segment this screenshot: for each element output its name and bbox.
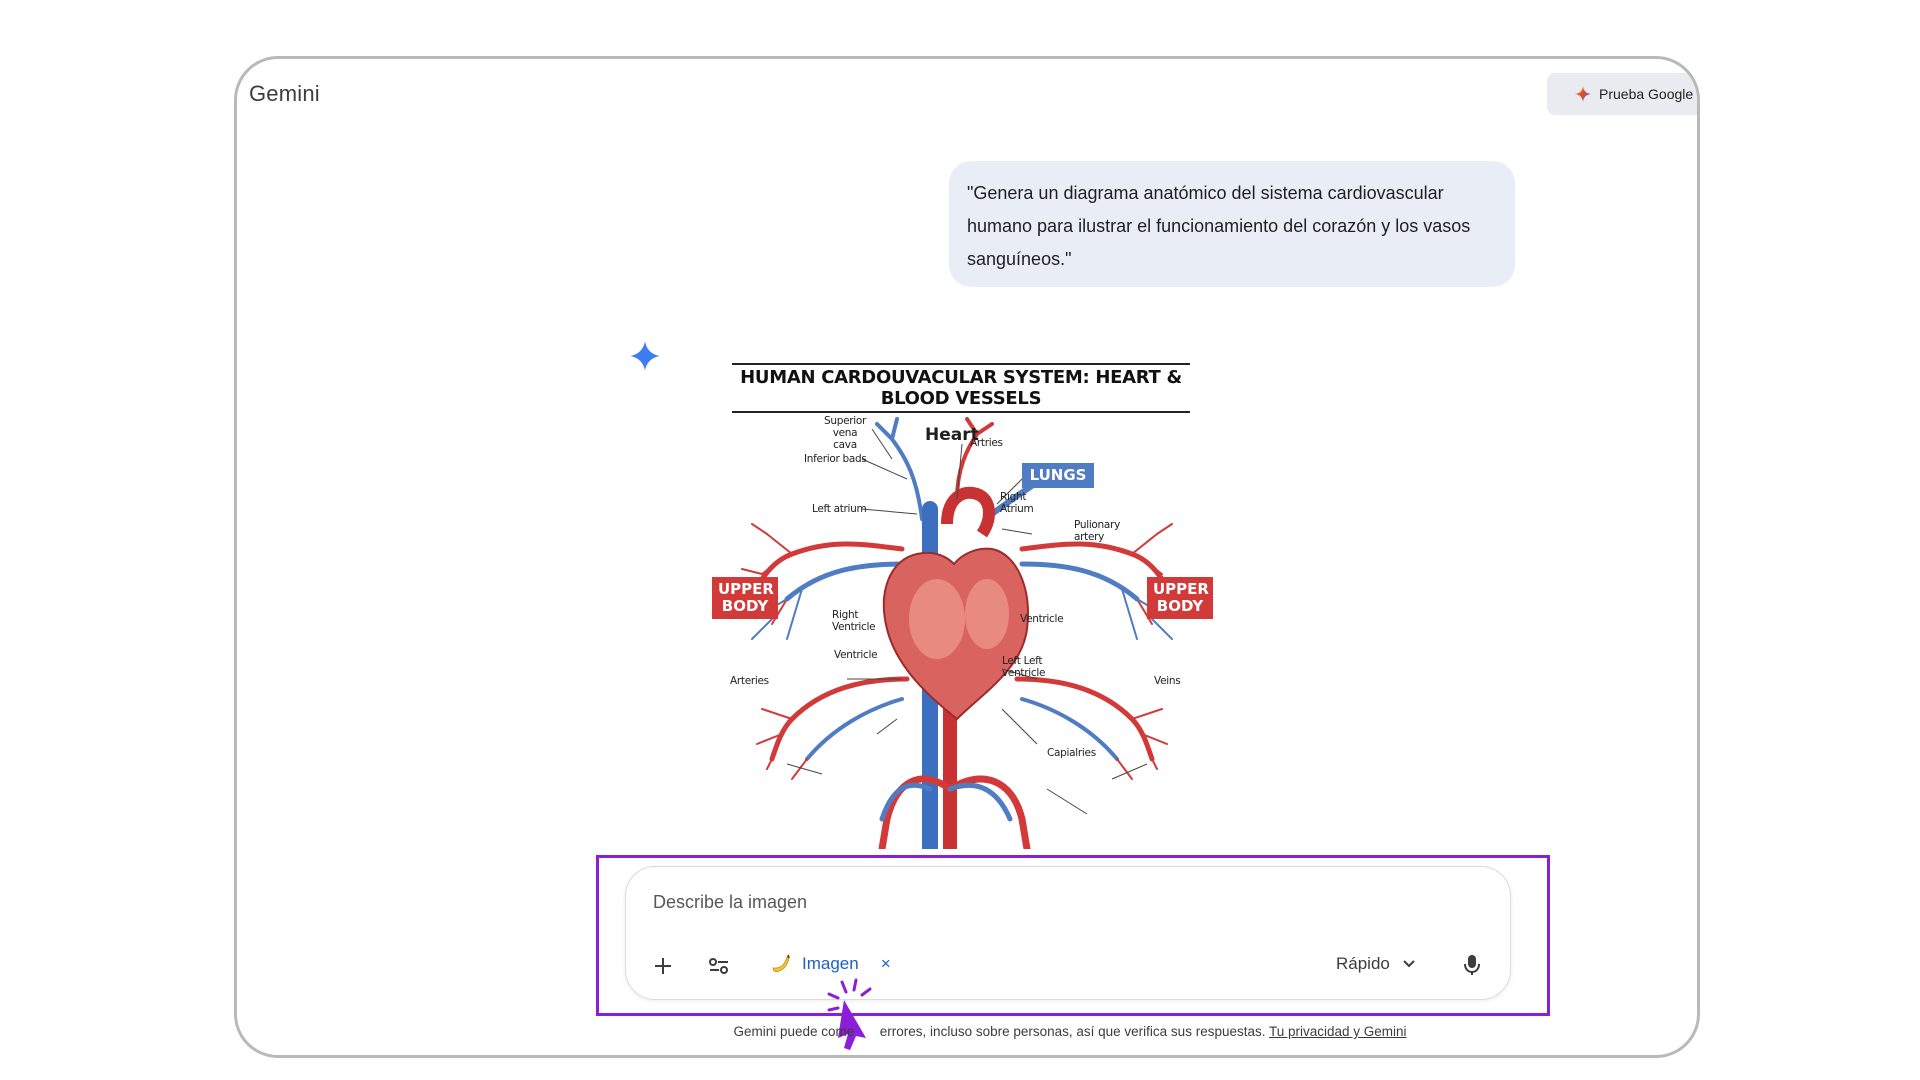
image-tool-chip[interactable]: Imagen × bbox=[764, 947, 897, 981]
label-arteries: Arteries bbox=[730, 675, 769, 687]
disclaimer-text-a: Gemini puede come bbox=[733, 1024, 855, 1039]
composer: Imagen × Rápido bbox=[625, 866, 1511, 1000]
user-message: "Genera un diagrama anatómico del sistem… bbox=[949, 161, 1515, 287]
click-cursor-icon bbox=[827, 978, 872, 1050]
heart-label: Heart bbox=[925, 425, 979, 445]
try-google-label: Prueba Google bbox=[1599, 86, 1694, 102]
try-google-button[interactable]: Prueba Google bbox=[1547, 73, 1697, 115]
label-inferior-bads: Inferior bads bbox=[804, 453, 867, 465]
label-left-ventricle: Left Left ventricle bbox=[1002, 655, 1046, 679]
label-ventricle-right: Ventricle bbox=[1020, 613, 1064, 625]
label-pulionary-artery: Pulionary artery bbox=[1074, 519, 1120, 543]
prompt-input[interactable] bbox=[653, 889, 1353, 915]
disclaimer: Gemini puede come errores, incluso sobre… bbox=[700, 1024, 1440, 1039]
chevron-down-icon bbox=[1403, 960, 1415, 968]
sparkle-icon bbox=[1575, 86, 1591, 102]
privacy-link[interactable]: Tu privacidad y Gemini bbox=[1269, 1024, 1407, 1039]
gemini-spark-icon bbox=[630, 341, 660, 371]
label-left-atrium: Left atrium bbox=[812, 503, 867, 515]
cardiovascular-illustration bbox=[741, 417, 1178, 849]
image-chip-label: Imagen bbox=[802, 954, 859, 973]
diagram-title: HUMAN CARDOUVACULAR SYSTEM: HEART & BLOO… bbox=[732, 363, 1190, 413]
mic-icon bbox=[1464, 955, 1480, 975]
mic-button[interactable] bbox=[1456, 949, 1488, 981]
tools-icon bbox=[709, 958, 728, 974]
label-veins: Veins bbox=[1154, 675, 1181, 687]
app-title: Gemini bbox=[249, 81, 320, 106]
label-right-ventricle: Right Ventricle bbox=[832, 609, 876, 633]
label-right-atrium: Right Atrium bbox=[1000, 491, 1034, 515]
label-lungs: LUNGS bbox=[1022, 463, 1094, 488]
tools-button[interactable] bbox=[704, 951, 734, 981]
mode-label: Rápido bbox=[1336, 954, 1390, 973]
generated-diagram[interactable]: HUMAN CARDOUVACULAR SYSTEM: HEART & BLOO… bbox=[692, 349, 1236, 849]
disclaimer-text-b: errores, incluso sobre personas, así que… bbox=[879, 1024, 1269, 1039]
label-upper-body-right: UPPER BODY bbox=[1147, 577, 1213, 619]
label-artries: Artries bbox=[970, 437, 1003, 449]
label-superior-vena-cava: Superior vena cava bbox=[823, 415, 867, 451]
plus-icon bbox=[655, 958, 671, 974]
label-upper-body-left: UPPER BODY bbox=[712, 577, 778, 619]
composer-highlight bbox=[596, 855, 1550, 1016]
add-button[interactable] bbox=[648, 951, 678, 981]
mode-selector[interactable]: Rápido bbox=[1336, 947, 1416, 981]
close-icon[interactable]: × bbox=[880, 954, 891, 973]
label-ventricle-lower: Ventricle bbox=[834, 649, 878, 661]
label-capialries: Capialries bbox=[1047, 747, 1096, 759]
heart-shape bbox=[882, 486, 1029, 721]
banana-icon bbox=[772, 954, 790, 972]
